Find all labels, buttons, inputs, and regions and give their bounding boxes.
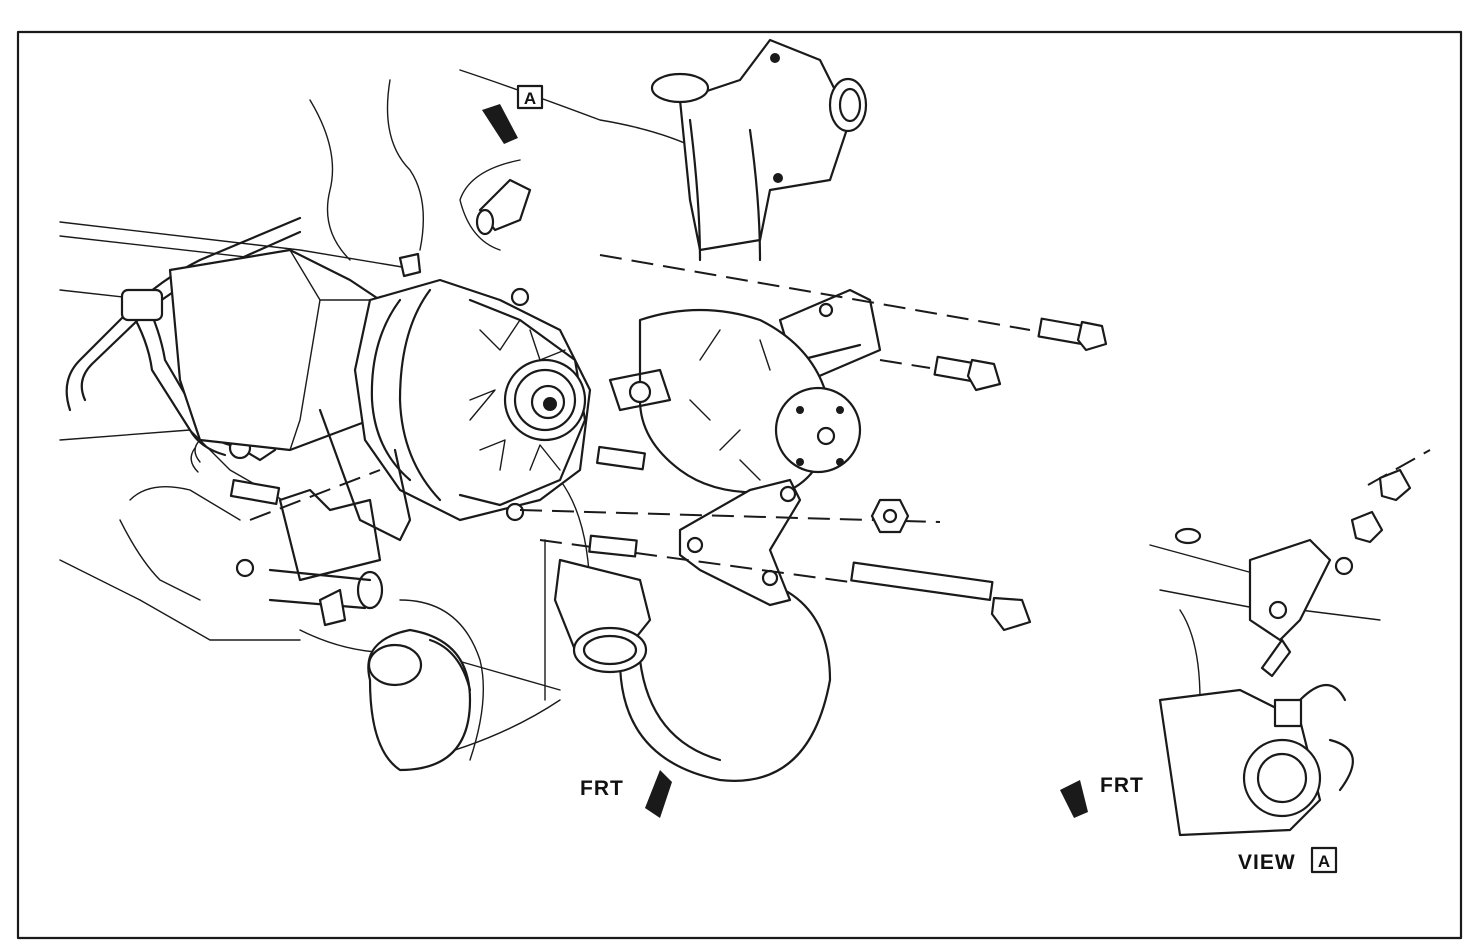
inset-caption-text: VIEW — [1238, 851, 1296, 874]
lower-hose — [553, 558, 652, 674]
fasteners — [229, 252, 1108, 632]
hex-housing — [168, 248, 382, 452]
view-a-callout: A — [482, 84, 544, 144]
frt-label-main: FRT — [580, 777, 624, 800]
inset-view-a — [1149, 449, 1431, 837]
view-a-callout-box — [516, 84, 544, 110]
diagram-frame — [16, 30, 1463, 940]
left-bracket — [235, 408, 412, 627]
crankshaft-pulley — [618, 578, 832, 782]
lower-bracket — [678, 478, 802, 607]
alternator — [353, 278, 592, 522]
frt-indicator-main: FRT — [580, 770, 672, 818]
frt-indicator-inset: FRT — [1060, 774, 1144, 818]
thermostat-housing — [650, 38, 868, 262]
inset-caption-letter: A — [1318, 852, 1330, 871]
motor-mount — [367, 628, 472, 772]
inset-caption: VIEW A — [1238, 846, 1338, 874]
frt-label-inset: FRT — [1100, 774, 1144, 797]
hose-fitting — [475, 178, 532, 236]
water-pump — [608, 308, 862, 494]
inset-caption-box — [1310, 846, 1338, 874]
view-a-callout-letter: A — [524, 89, 536, 108]
